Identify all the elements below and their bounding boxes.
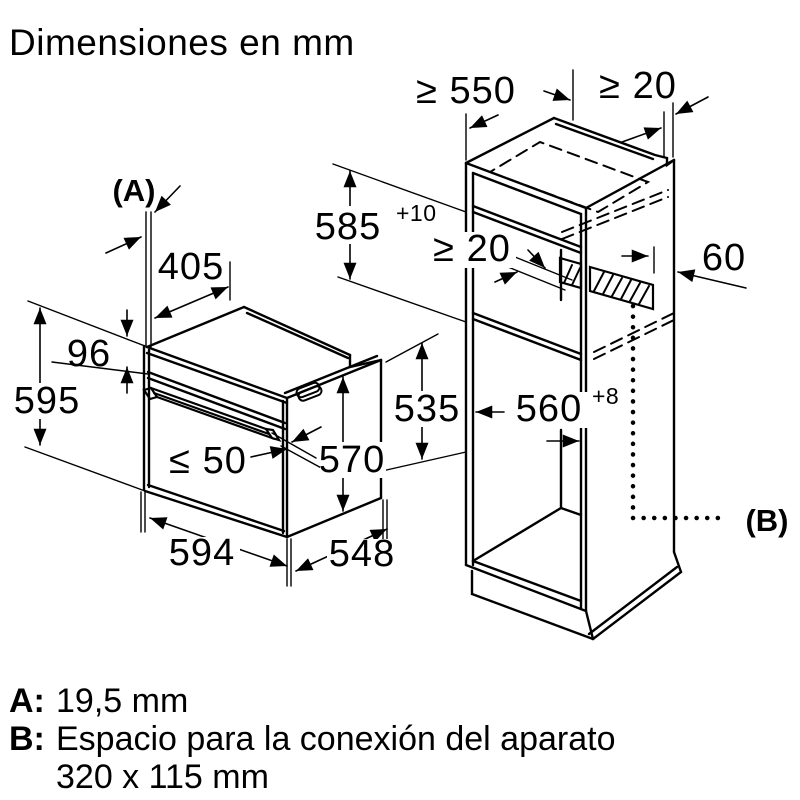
legend-row-b: B: Espacio para la conexión del aparato bbox=[9, 720, 616, 758]
cabinet-depth-min-label: ≥ 550 bbox=[416, 70, 516, 112]
cabinet-vent-gap-label: ≥ 20 bbox=[433, 228, 511, 270]
legend: A: 19,5 mm B: Espacio para la conexión d… bbox=[9, 682, 616, 796]
cabinet-niche-height-label: 585 bbox=[315, 206, 381, 248]
cabinet-niche-width-tol-label: +8 bbox=[592, 383, 619, 409]
cabinet-outline bbox=[464, 116, 683, 641]
legend-row-b2: 320 x 115 mm bbox=[9, 758, 616, 796]
legend-a-value: 19,5 mm bbox=[56, 682, 189, 720]
cabinet-clearance-height-label: 535 bbox=[394, 388, 460, 430]
oven-figure bbox=[24, 185, 467, 587]
cabinet-wall-gap-label: ≥ 20 bbox=[599, 65, 677, 107]
legend-b-key: B: bbox=[9, 720, 45, 758]
oven-dimension-arrows bbox=[33, 185, 388, 572]
legend-a-key: A: bbox=[9, 682, 45, 720]
hatch-lines bbox=[563, 264, 650, 305]
oven-extension-lines bbox=[24, 211, 467, 587]
label-backgrounds bbox=[13, 206, 608, 572]
cabinet-niche-height-tol-label: +10 bbox=[396, 200, 437, 226]
oven-panel-height-label: 96 bbox=[67, 333, 111, 375]
cabinet-rear-member bbox=[558, 256, 655, 311]
cabinet-niche-width-label: 560 bbox=[516, 388, 582, 430]
oven-handle bbox=[142, 385, 282, 442]
oven-handle-protrusion-label: ≤ 50 bbox=[169, 440, 247, 482]
oven-width-label: 594 bbox=[169, 532, 235, 574]
cabinet-ref-b-label: (B) bbox=[745, 503, 788, 538]
dimension-labels: (A) 405 96 595 ≤ 50 570 594 548 ≥ 550 ≥ … bbox=[14, 65, 789, 575]
legend-row-a: A: 19,5 mm bbox=[9, 682, 616, 720]
cabinet-figure bbox=[332, 69, 747, 641]
connection-area-dotted-path bbox=[630, 303, 731, 521]
oven-front-height-label: 595 bbox=[14, 380, 80, 422]
cabinet-rear-member-label: 60 bbox=[702, 237, 746, 279]
legend-b-value: Espacio para la conexión del aparato bbox=[56, 720, 616, 758]
oven-side-grip bbox=[295, 381, 323, 402]
oven-ref-a-label: (A) bbox=[112, 173, 155, 208]
oven-outline bbox=[142, 305, 383, 539]
legend-b-value-2: 320 x 115 mm bbox=[56, 758, 269, 796]
oven-depth-label: 548 bbox=[329, 533, 395, 575]
page-title: Dimensiones en mm bbox=[9, 22, 355, 63]
oven-body-height-label: 570 bbox=[319, 439, 385, 481]
oven-top-depth-label: 405 bbox=[158, 246, 224, 288]
